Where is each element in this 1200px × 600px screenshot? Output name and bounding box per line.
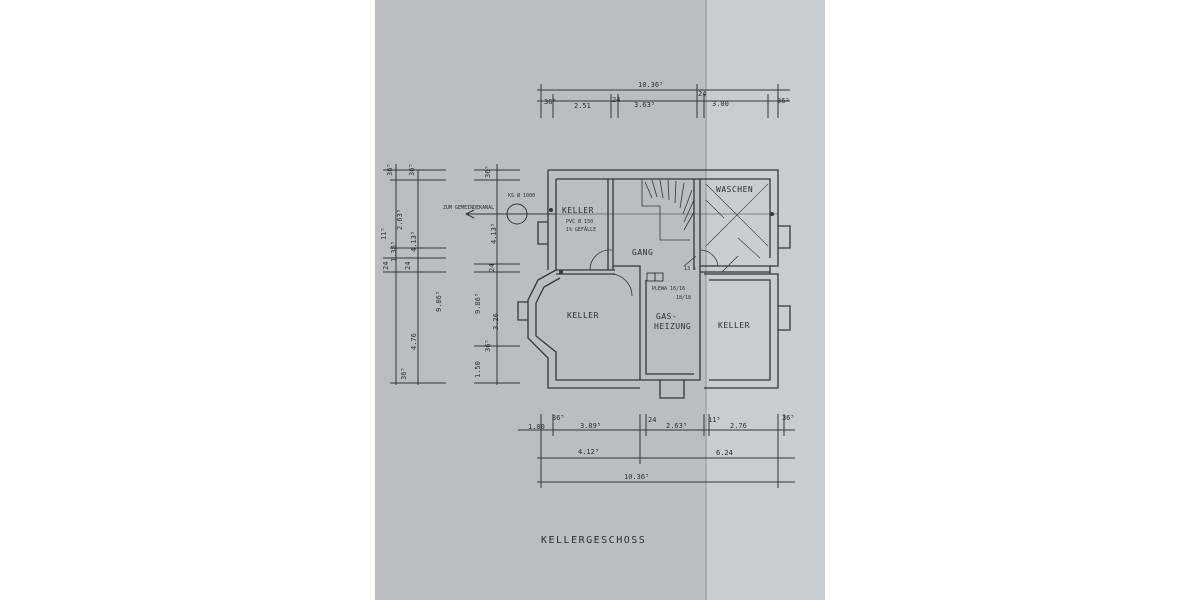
dim-bottom-j: 6.24 [716,449,733,457]
dim-top-total: 10.36⁵ [638,81,663,89]
slope-label: 1% GEFÄLLE [566,226,596,233]
dim-bottom-i: 4.12⁵ [578,448,599,456]
kanal-label: ZUM GEMEINDEKANAL [443,205,494,211]
dim-left-a: 36⁵ [386,163,394,176]
dim-bottom-total: 10.36⁵ [624,473,649,481]
building-walls [517,169,791,399]
chimney [646,272,664,282]
dim-left-b: 36⁵ [408,163,416,176]
small-note: 13 s [684,266,696,272]
dim-bottom-g: 2.63⁵ [666,422,687,430]
dim-bottom-f: 3.89⁵ [580,422,601,430]
dim-bottom-d: 36⁵ [782,414,795,422]
top-dimension-lines [537,84,790,118]
left-dimension-lines [383,164,520,385]
room-label-keller-top: KELLER [562,206,594,215]
dim-left-i: 9.86⁵ [435,291,443,312]
dim-bottom-e: 1.00 [528,423,545,431]
dim-left-j: 4.76 [410,333,418,350]
pipe-label: PVC Ø 150 [566,218,593,225]
dim-top-e: 24 [698,90,706,98]
room-label-waschen: WASCHEN [716,185,753,194]
laundry-area-marks [705,183,769,259]
sewer-connection [464,203,778,225]
dim-left-g: 24 [382,262,390,270]
room-label-heizung: HEIZUNG [654,322,691,331]
corner-dots [549,208,774,274]
left-inner-dimension-texts: 36⁵ 4.13⁵ 24 9.86⁵ 3.26 36⁵ 1.50 [474,165,500,378]
dim-left-f: 1.38⁵ [390,241,398,262]
top-dimension-texts: 10.36⁵ 36⁵ 2.51 24 3.63⁵ 24 3.00 36⁵ [544,81,790,110]
dim-top-d: 3.63⁵ [634,101,655,109]
room-labels: KELLER PVC Ø 150 1% GEFÄLLE GANG WASCHEN… [443,185,753,331]
dim-top-f: 3.00 [712,100,729,108]
chimney-label-2: 18/18 [676,295,691,301]
staircase [641,179,695,241]
dim-left-c: 2.63⁵ [396,209,404,230]
dim-inner-f: 36⁵ [484,339,492,352]
dim-top-a: 36⁵ [544,98,557,106]
left-outer-dimension-texts: 36⁵ 36⁵ 2.63⁵ 4.13⁵ 11⁵ 1.38⁵ 24 24 9.86… [380,163,443,380]
dim-top-g: 36⁵ [777,97,790,105]
dim-top-c: 24 [612,96,620,104]
bottom-dimension-texts: 36⁵ 24 11⁵ 36⁵ 1.00 3.89⁵ 2.63⁵ 2.76 4.1… [528,414,795,481]
dim-inner-e: 3.26 [492,313,500,330]
room-label-gas: GAS- [656,312,677,321]
dim-bottom-h: 2.76 [730,422,747,430]
dim-inner-b: 4.13⁵ [490,223,498,244]
bottom-dimension-lines [518,414,795,488]
dim-bottom-b: 24 [648,416,656,424]
room-label-keller-left: KELLER [567,311,599,320]
room-label-gang: GANG [632,248,653,257]
dim-top-b: 2.51 [574,102,591,110]
dim-left-e: 11⁵ [380,227,388,240]
dim-left-d: 4.13⁵ [410,231,418,252]
room-label-keller-right: KELLER [718,321,750,330]
chimney-label-1: PLEWA 16/16 [652,286,685,292]
dim-inner-g: 1.50 [474,361,482,378]
drawing-title: KELLERGESCHOSS [541,535,647,546]
dim-bottom-a: 36⁵ [552,414,565,422]
dim-inner-d: 9.86⁵ [474,293,482,314]
dim-inner-a: 36⁵ [484,165,492,178]
door-swings [589,249,739,297]
dim-left-k: 36⁵ [400,367,408,380]
manhole-label: KS Ø 1000 [508,192,535,199]
dim-left-h: 24 [404,262,412,270]
dim-bottom-c: 11⁵ [708,416,721,424]
dim-inner-c: 24 [488,264,496,272]
paper-sheet-right [706,0,825,600]
paper-fold-line [705,0,707,600]
